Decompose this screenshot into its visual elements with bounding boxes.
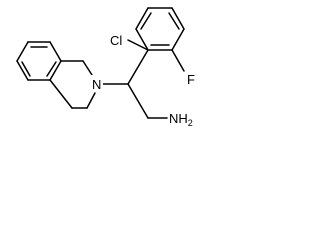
bond <box>49 41 62 62</box>
nh2-label: NH2 <box>169 111 193 128</box>
bond <box>86 92 96 109</box>
benzo-ring <box>16 41 62 81</box>
bond-cl <box>127 39 149 51</box>
bond <box>135 7 149 30</box>
bond <box>171 7 185 30</box>
aryl-ring <box>135 7 185 72</box>
bond <box>135 28 149 51</box>
nh2-subscript: 2 <box>188 118 193 128</box>
bond-ch-aryl <box>127 49 149 85</box>
n-label: N <box>92 77 101 92</box>
bond <box>49 60 62 81</box>
n-label-bg <box>91 75 103 92</box>
bond <box>16 41 29 62</box>
bond <box>49 79 73 109</box>
bond <box>16 60 29 81</box>
bond <box>171 28 185 51</box>
bond <box>82 60 93 76</box>
double-bond <box>140 12 152 30</box>
double-bond <box>46 61 57 77</box>
f-label: F <box>187 72 195 87</box>
cl-label: Cl <box>110 33 122 48</box>
double-bond <box>168 12 180 30</box>
bond-ch-ch2 <box>127 83 149 119</box>
double-bond <box>21 61 31 77</box>
bond <box>171 49 185 72</box>
nh2-main: NH <box>169 111 188 126</box>
structure-diagram: N Cl F NH2 <box>16 7 195 128</box>
piperidine-ring <box>49 60 96 109</box>
